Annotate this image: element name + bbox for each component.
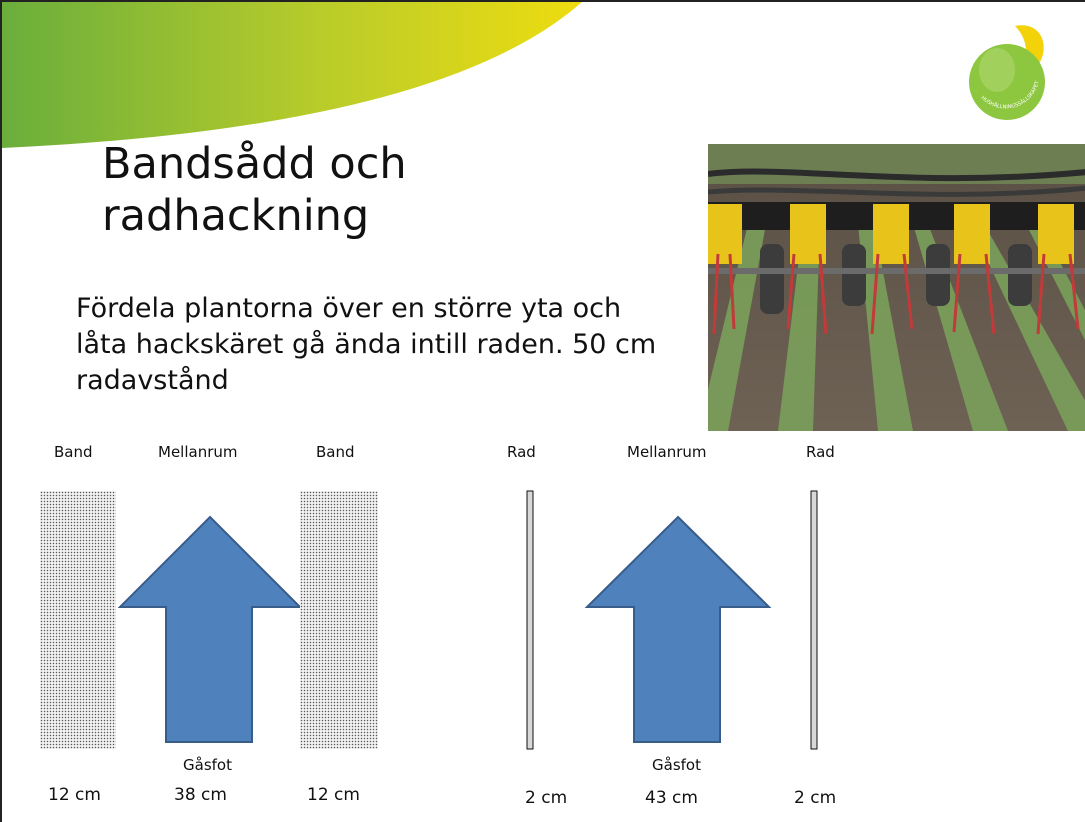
body-text: Fördela plantorna över en större yta och… bbox=[76, 293, 657, 396]
measure-right-2: 43 cm bbox=[645, 788, 698, 808]
label-rad-1: Rad bbox=[507, 443, 536, 461]
label-band-2: Band bbox=[316, 443, 355, 461]
measure-right-3: 2 cm bbox=[794, 788, 837, 808]
cultivator-photo bbox=[708, 144, 1085, 431]
band-strip-left bbox=[40, 491, 116, 749]
measure-left-2: 38 cm bbox=[174, 785, 227, 805]
label-gasfot-left: Gåsfot bbox=[183, 756, 232, 774]
label-mellanrum-right: Mellanrum bbox=[627, 443, 707, 461]
label-gasfot-right: Gåsfot bbox=[652, 756, 701, 774]
row-strip-right bbox=[810, 490, 818, 750]
row-strip-left bbox=[526, 490, 534, 750]
label-mellanrum-left: Mellanrum bbox=[158, 443, 238, 461]
measure-right-1: 2 cm bbox=[525, 788, 568, 808]
hushallningssallskapet-logo: HUSHÅLLNINGSSÄLLSKAPET bbox=[969, 25, 1045, 120]
band-strip-right bbox=[300, 491, 378, 749]
measure-left-3: 12 cm bbox=[307, 785, 360, 805]
label-rad-2: Rad bbox=[806, 443, 835, 461]
decorative-swoosh bbox=[2, 2, 582, 148]
gasfot-arrow-left bbox=[117, 515, 303, 743]
slide-title: Bandsådd och radhackning bbox=[102, 139, 407, 241]
label-band-1: Band bbox=[54, 443, 93, 461]
gasfot-arrow-right bbox=[584, 515, 772, 743]
measure-left-1: 12 cm bbox=[48, 785, 101, 805]
